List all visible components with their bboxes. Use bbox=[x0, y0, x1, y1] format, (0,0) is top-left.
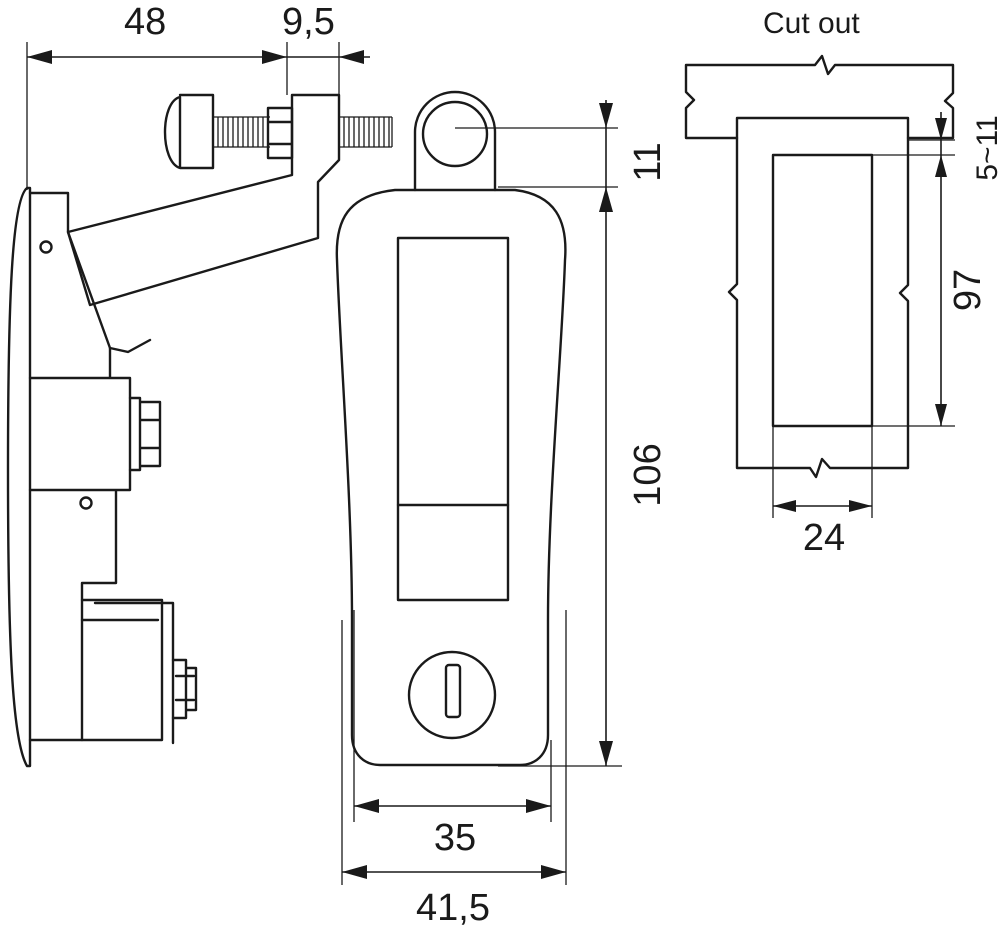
front-keyhole bbox=[444, 663, 462, 719]
cutout-opening bbox=[771, 153, 874, 428]
front-knob bbox=[413, 90, 497, 192]
side-arm bbox=[66, 93, 341, 354]
dim-label-48: 48 bbox=[124, 1, 166, 43]
front-key-cylinder bbox=[407, 650, 497, 740]
dimension-labels: 48 9,5 11 106 35 41,5 24 97 5~11 bbox=[124, 1, 1000, 927]
front-handle bbox=[396, 236, 510, 602]
dim-label-9-5: 9,5 bbox=[282, 1, 335, 43]
dim-label-24: 24 bbox=[803, 517, 845, 559]
side-threaded-rod bbox=[213, 116, 393, 148]
dim-label-11: 11 bbox=[627, 142, 669, 181]
dim-label-97: 97 bbox=[947, 269, 989, 311]
front-knob-inner bbox=[421, 100, 489, 168]
side-plate bbox=[6, 186, 32, 768]
side-screw-head bbox=[163, 93, 215, 170]
side-mid-nut bbox=[128, 396, 162, 472]
dim-label-41-5: 41,5 bbox=[416, 887, 490, 927]
cutout-panel bbox=[684, 54, 955, 140]
cutout-frame bbox=[727, 116, 910, 479]
side-lower-nut bbox=[171, 658, 198, 720]
side-hole-middle bbox=[79, 496, 93, 510]
side-hole-top bbox=[39, 240, 53, 254]
side-view bbox=[6, 93, 393, 768]
dim-label-106: 106 bbox=[627, 443, 669, 506]
front-body bbox=[335, 188, 567, 767]
side-hex-nut bbox=[266, 106, 294, 160]
dim-label-35: 35 bbox=[434, 817, 476, 859]
dim-label-5-11: 5~11 bbox=[971, 115, 1000, 180]
cutout-view: Cut out bbox=[684, 7, 955, 479]
front-view bbox=[335, 90, 567, 767]
dimension-lines bbox=[26, 42, 955, 885]
side-housing bbox=[28, 191, 132, 742]
cutout-title: Cut out bbox=[763, 7, 860, 40]
side-lower-bracket bbox=[80, 598, 175, 745]
